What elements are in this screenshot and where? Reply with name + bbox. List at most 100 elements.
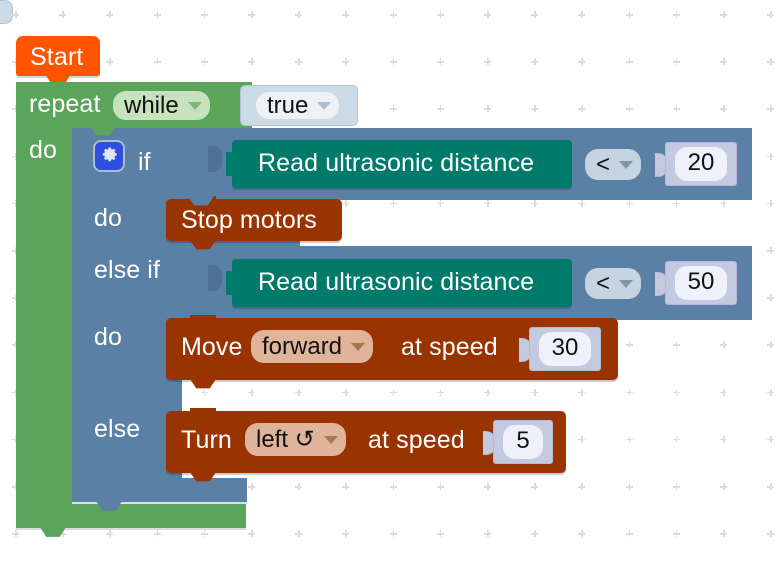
condition-true-plug [0, 0, 13, 24]
stop-block-bottom-notch [190, 240, 216, 250]
grid-cross [295, 58, 303, 66]
grid-cross [767, 530, 775, 538]
number-value-1[interactable]: 20 [674, 147, 728, 181]
turn-direction-value: left ↺ [256, 425, 315, 453]
boolean-true-dropdown[interactable]: true [256, 92, 340, 119]
grid-cross [578, 388, 586, 396]
grid-cross [531, 388, 539, 396]
move-direction-dropdown[interactable]: forward [251, 330, 374, 363]
grid-cross [767, 247, 775, 254]
if-condition-socket-1 [208, 146, 222, 172]
repeat-label: repeat [29, 90, 101, 118]
grid-cross [672, 58, 680, 66]
grid-cross [767, 199, 775, 207]
comparison-operator-dropdown-2[interactable]: < [585, 268, 642, 299]
grid-cross [389, 199, 397, 207]
grid-cross [295, 11, 303, 18]
repeat-block-body[interactable]: do [16, 126, 72, 526]
grid-cross [720, 388, 727, 396]
grid-cross [767, 435, 775, 443]
grid-cross [200, 58, 208, 66]
grid-cross [200, 530, 208, 538]
grid-cross [767, 11, 775, 18]
grid-cross [531, 199, 539, 207]
comparison-operator-value-2: < [596, 269, 611, 297]
if-block-bottom-notch [96, 501, 122, 511]
comparison-operator-value-1: < [596, 150, 611, 178]
grid-cross [720, 530, 727, 538]
number-block-1[interactable]: 20 [665, 142, 737, 186]
grid-cross [295, 388, 303, 396]
grid-cross [625, 483, 633, 490]
grid-cross [578, 199, 586, 207]
grid-cross [484, 58, 491, 66]
grid-cross [767, 152, 775, 160]
grid-cross [484, 388, 491, 396]
number-value-4[interactable]: 5 [503, 425, 543, 459]
turn-direction-dropdown[interactable]: left ↺ [245, 423, 346, 456]
chevron-down-icon [619, 160, 634, 169]
grid-cross [720, 58, 727, 66]
grid-cross [342, 483, 350, 490]
grid-cross [389, 105, 397, 113]
grid-cross [578, 11, 586, 18]
grid-cross [625, 199, 633, 207]
else-if-label: else if [94, 256, 161, 284]
grid-cross [625, 58, 633, 66]
sensor-read-ultrasonic-block-1[interactable]: Read ultrasonic distance [232, 140, 572, 188]
grid-cross [672, 530, 680, 538]
grid-cross [531, 530, 539, 538]
number-block-2[interactable]: 50 [665, 261, 737, 305]
grid-cross [389, 483, 397, 490]
move-label: Move [181, 333, 243, 361]
grid-cross [484, 11, 491, 18]
grid-cross [531, 58, 539, 66]
grid-cross [389, 530, 397, 538]
grid-cross [767, 388, 775, 396]
grid-cross [342, 58, 350, 66]
grid-cross [153, 530, 161, 538]
grid-cross [389, 388, 397, 396]
repeat-mode-dropdown[interactable]: while [113, 91, 210, 120]
move-at-speed-label: at speed [401, 333, 498, 361]
if-condition-socket-2 [208, 265, 222, 291]
grid-cross [436, 105, 444, 113]
repeat-do-label: do [29, 136, 58, 164]
gear-icon[interactable] [93, 140, 125, 172]
grid-cross [484, 530, 491, 538]
grid-cross [200, 388, 208, 396]
move-block-bottom-notch [190, 379, 216, 389]
grid-cross [248, 388, 255, 396]
stop-motors-block[interactable]: Stop motors [166, 199, 342, 241]
chevron-down-icon [351, 342, 366, 351]
if-do-label-1: do [94, 204, 123, 232]
grid-cross [767, 105, 775, 113]
grid-cross [248, 58, 255, 66]
sensor-label-1: Read ultrasonic distance [258, 149, 535, 177]
grid-cross [672, 388, 680, 396]
if-block-row-else[interactable] [72, 396, 182, 482]
turn-label: Turn [181, 426, 232, 454]
comparison-operator-dropdown-1[interactable]: < [585, 149, 642, 180]
repeat-mode-value: while [124, 91, 179, 119]
if-block-row-do2[interactable] [72, 316, 182, 400]
chevron-down-icon [323, 435, 338, 444]
number-block-4[interactable]: 5 [493, 420, 553, 464]
start-block[interactable]: Start [16, 36, 100, 76]
grid-cross [12, 11, 19, 18]
repeat-bottom-notch [40, 527, 66, 537]
number-block-3[interactable]: 30 [529, 327, 601, 371]
grid-cross [436, 199, 444, 207]
number-value-2[interactable]: 50 [674, 266, 728, 300]
grid-cross [436, 483, 444, 490]
grid-cross [436, 11, 444, 18]
grid-cross [342, 530, 350, 538]
grid-cross [342, 388, 350, 396]
grid-cross [248, 483, 255, 490]
sensor-read-ultrasonic-block-2[interactable]: Read ultrasonic distance [232, 259, 572, 307]
number-value-3[interactable]: 30 [538, 332, 592, 366]
chevron-down-icon [619, 279, 634, 288]
grid-cross [248, 11, 255, 18]
grid-cross [625, 11, 633, 18]
